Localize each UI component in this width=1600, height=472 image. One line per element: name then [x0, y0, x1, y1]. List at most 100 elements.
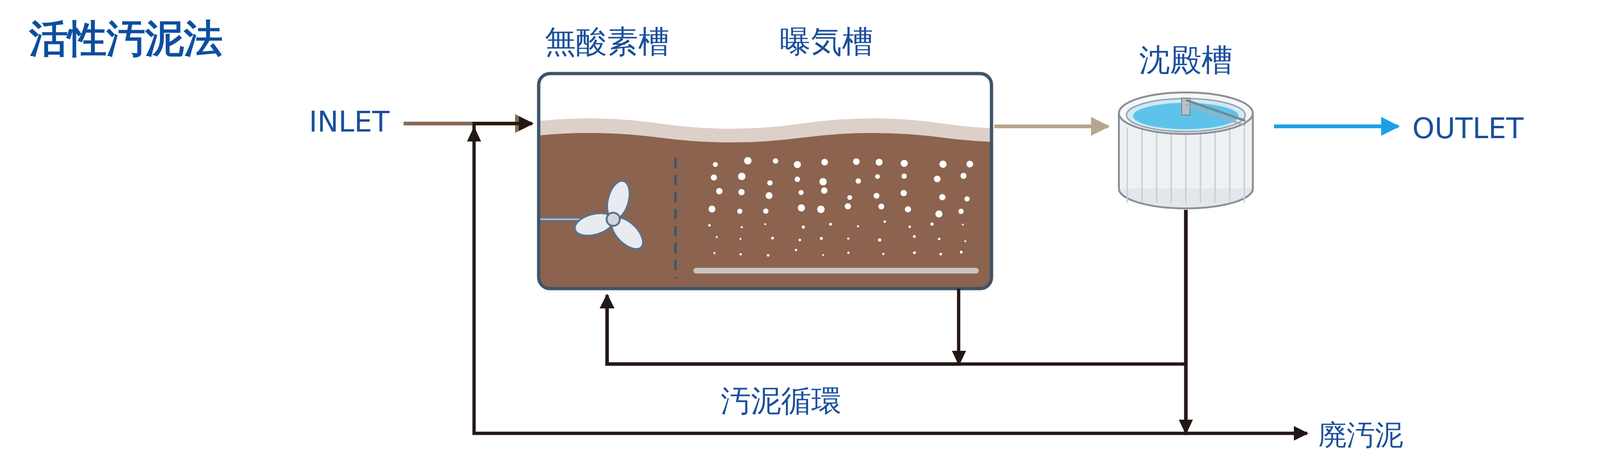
bubble — [822, 254, 825, 257]
air-bubbles — [708, 157, 974, 257]
flow-label: OUTLET — [1412, 112, 1524, 145]
bubble — [847, 195, 852, 200]
waste-sludge-label: 廃汚泥 — [1313, 416, 1409, 454]
junction-arrowheads — [466, 126, 1193, 435]
bubble — [763, 208, 769, 214]
flow-label: 廃汚泥 — [1318, 418, 1404, 452]
bubble — [794, 249, 798, 252]
bubble — [764, 223, 767, 225]
flow-line — [994, 124, 1109, 129]
flow-line — [1185, 209, 1308, 434]
outlet-label: OUTLET — [1407, 110, 1529, 147]
inlet-label: INLET — [304, 103, 395, 141]
bubble — [767, 180, 773, 186]
bubble — [900, 159, 908, 167]
tank-stave — [1200, 127, 1202, 203]
bubble — [794, 176, 801, 183]
unit-heading: 曝気槽 — [779, 20, 874, 64]
bubble — [801, 225, 806, 229]
bubble — [798, 190, 804, 196]
bubble — [875, 174, 880, 180]
diagram-title: 活性汚泥法 — [29, 13, 223, 66]
clarifier: 沈殿槽 — [1117, 91, 1255, 210]
bubble — [908, 225, 911, 228]
bubble — [900, 190, 908, 197]
bubble — [713, 251, 716, 255]
bubble — [829, 223, 833, 226]
bubble — [933, 175, 941, 183]
bubble — [821, 187, 828, 194]
bubble — [708, 224, 711, 227]
tank-stave — [1156, 127, 1158, 203]
bubble — [797, 204, 805, 212]
bubble — [847, 251, 850, 254]
bubble — [819, 236, 823, 240]
tank-stave — [1126, 127, 1129, 203]
bubble — [960, 173, 967, 180]
bubble — [937, 237, 941, 241]
bubble — [964, 196, 970, 202]
tank-stave — [1141, 127, 1143, 203]
flow-label: INLET — [308, 105, 390, 139]
bubble — [715, 236, 718, 239]
anoxic-zone: 無酸素槽 — [538, 73, 676, 289]
bubble — [964, 240, 967, 242]
bubble — [930, 222, 934, 226]
flow-line — [474, 123, 1186, 434]
tank-stave — [1229, 127, 1231, 203]
bubble — [882, 252, 885, 256]
bubble — [904, 206, 911, 213]
bubble — [939, 160, 947, 168]
bubble — [816, 205, 825, 214]
bubble — [712, 162, 718, 168]
bubble — [966, 160, 974, 168]
bubble — [821, 158, 828, 166]
bubble — [878, 203, 884, 210]
bubble — [873, 192, 880, 199]
bubble — [819, 177, 827, 186]
bubble — [844, 203, 851, 210]
bubble — [912, 234, 916, 238]
edge-label: 汚泥循環 — [716, 380, 846, 422]
tank-stave — [1214, 127, 1217, 203]
bubble — [875, 158, 883, 167]
tank-stave — [1243, 127, 1246, 203]
clarifier-tank — [1118, 92, 1253, 209]
reactor-tank — [518, 73, 1085, 289]
bubble — [716, 188, 723, 195]
aeration-zone: 曝気槽 — [675, 73, 992, 289]
bubble — [738, 172, 746, 181]
bubble — [710, 174, 717, 181]
bubble — [708, 205, 716, 213]
bubble — [744, 157, 752, 165]
bubble — [913, 251, 917, 255]
bubble — [739, 253, 742, 256]
bubble — [771, 236, 775, 240]
unit-heading: 沈殿槽 — [1139, 39, 1233, 82]
bubble — [961, 223, 964, 226]
bubble — [883, 220, 886, 223]
bubble — [739, 237, 742, 240]
bubble — [939, 194, 946, 201]
flow-line — [607, 288, 959, 365]
bubble — [852, 158, 860, 166]
bubble — [740, 226, 743, 229]
bubble — [793, 160, 801, 168]
bubble — [857, 225, 859, 228]
bubble — [935, 210, 943, 218]
bubble — [939, 252, 943, 256]
bubble — [958, 208, 964, 215]
mixer-propeller — [572, 178, 649, 255]
bubble — [738, 189, 745, 196]
tank-stave — [1170, 127, 1173, 203]
bubble — [737, 208, 743, 215]
bubble — [765, 192, 773, 200]
bubble — [855, 178, 861, 184]
bubble — [877, 238, 882, 242]
flow-line — [1274, 124, 1399, 129]
bubble — [766, 254, 770, 257]
bubble — [772, 158, 778, 164]
tank-stave — [1185, 127, 1187, 203]
flow-line — [607, 209, 1186, 365]
unit-heading: 無酸素槽 — [544, 20, 670, 64]
